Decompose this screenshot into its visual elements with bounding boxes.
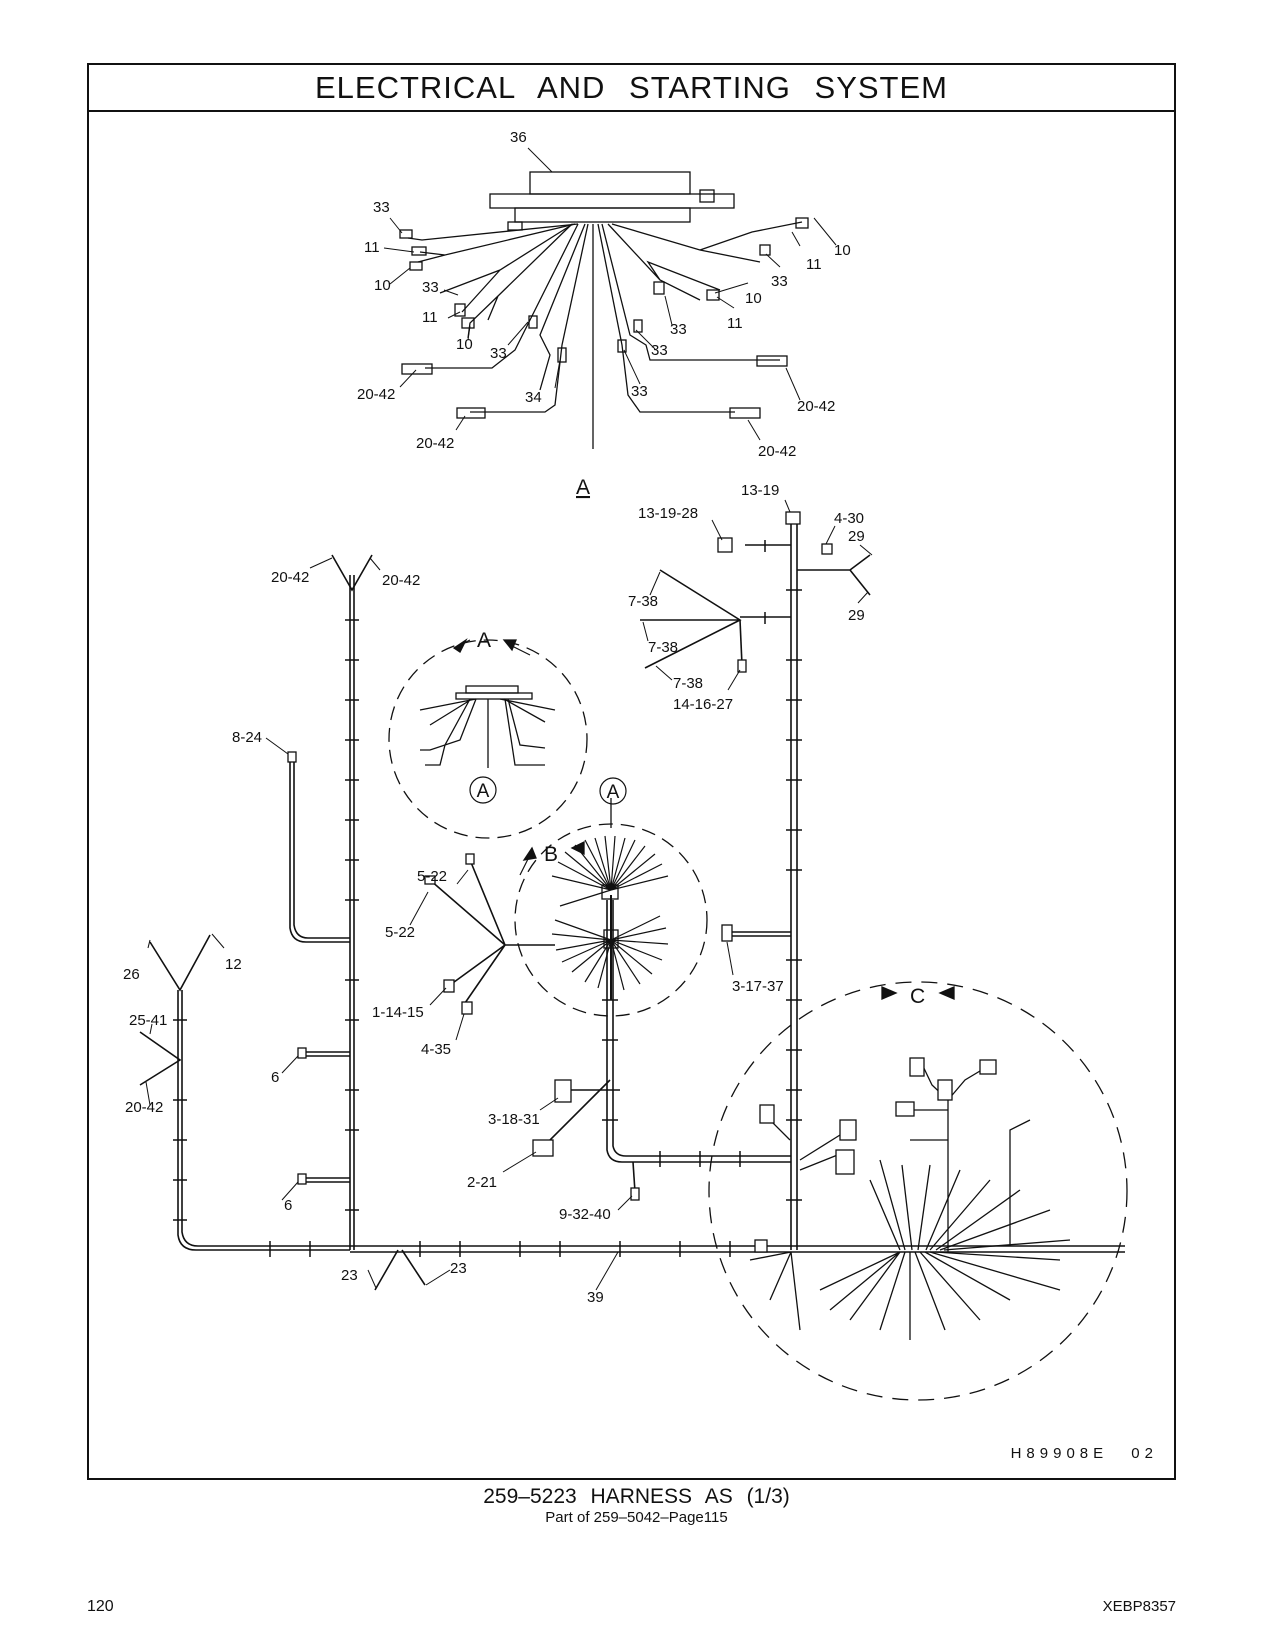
callout-20-42: 20-42 (271, 569, 309, 586)
callout-23: 23 (341, 1267, 358, 1284)
callout-5-22: 5-22 (417, 868, 447, 885)
callout-13-19-28: 13-19-28 (638, 505, 698, 522)
callout-11: 11 (364, 239, 380, 256)
callout-25-41: 25-41 (129, 1012, 167, 1029)
main-harness (139, 520, 1125, 1291)
circled-a: A (477, 781, 490, 802)
harness-connectors (287, 511, 833, 1201)
callout-33: 33 (490, 345, 507, 362)
callout-20-42: 20-42 (758, 443, 796, 460)
callout-33: 33 (631, 383, 648, 400)
callout-39: 39 (587, 1289, 604, 1306)
callout-20-42: 20-42 (797, 398, 835, 415)
callout-10: 10 (834, 242, 851, 259)
callout-10: 10 (745, 290, 762, 307)
callout-9-32-40: 9-32-40 (559, 1206, 611, 1223)
callout-12: 12 (225, 956, 242, 973)
callout-6: 6 (271, 1069, 279, 1086)
callout-36: 36 (510, 129, 527, 146)
callout-1-14-15: 1-14-15 (372, 1004, 424, 1021)
callout-33: 33 (373, 199, 390, 216)
callout-7-38: 7-38 (628, 593, 658, 610)
callout-6: 6 (284, 1197, 292, 1214)
callout-3-18-31: 3-18-31 (488, 1111, 540, 1128)
page-title: ELECTRICAL AND STARTING SYSTEM (315, 69, 948, 105)
figure-subcaption: Part of 259‒5042‒Page115 (545, 1509, 728, 1526)
circled-a: A (607, 782, 620, 803)
drawing-code: H89908E 02 (1010, 1445, 1158, 1462)
callout-7-38: 7-38 (648, 639, 678, 656)
circled-marker-rings (469, 776, 627, 805)
callout-33: 33 (670, 321, 687, 338)
callout-11: 11 (727, 315, 743, 332)
leader-lines-top (383, 147, 837, 441)
leader-lines-main (145, 499, 873, 1291)
callout-10: 10 (374, 277, 391, 294)
callout-20-42: 20-42 (416, 435, 454, 452)
document-id: XEBP8357 (1102, 1598, 1176, 1615)
detail-circle-b (514, 798, 708, 1017)
callout-7-38: 7-38 (673, 675, 703, 692)
callout-33: 33 (771, 273, 788, 290)
callout-8-24: 8-24 (232, 729, 262, 746)
callout-29: 29 (848, 528, 865, 545)
callout-11: 11 (422, 309, 438, 326)
callout-26: 26 (123, 966, 140, 983)
title-bar: ELECTRICAL AND STARTING SYSTEM (89, 65, 1174, 112)
detail-circle-c (708, 981, 1128, 1401)
callout-13-19: 13-19 (741, 482, 779, 499)
callout-14-16-27: 14-16-27 (673, 696, 733, 713)
callout-34: 34 (525, 389, 542, 406)
detail-label-b: B (544, 843, 558, 866)
callout-23: 23 (450, 1260, 467, 1277)
ecm-connector-assembly (399, 171, 809, 449)
callout-4-35: 4-35 (421, 1041, 451, 1058)
callout-20-42: 20-42 (125, 1099, 163, 1116)
callout-2-21: 2-21 (467, 1174, 497, 1191)
callout-33: 33 (422, 279, 439, 296)
view-label-a: A (576, 476, 590, 499)
callout-5-22: 5-22 (385, 924, 415, 941)
page-number: 120 (87, 1598, 114, 1615)
callout-3-17-37: 3-17-37 (732, 978, 784, 995)
detail-label-a: A (477, 629, 491, 652)
callout-11: 11 (806, 256, 822, 273)
callout-labels: 36 33 11 10 33 11 10 33 20-42 34 20-42 1… (123, 129, 925, 1306)
callout-20-42: 20-42 (357, 386, 395, 403)
callout-33: 33 (651, 342, 668, 359)
diagram-frame: ELECTRICAL AND STARTING SYSTEM H89908E 0… (87, 63, 1176, 1480)
callout-20-42: 20-42 (382, 572, 420, 589)
callout-10: 10 (456, 336, 473, 353)
figure-caption: 259‒5223 HARNESS AS (1/3) (483, 1485, 790, 1508)
detail-circle-a (388, 638, 588, 839)
detail-label-c: C (910, 985, 925, 1008)
callout-29: 29 (848, 607, 865, 624)
callout-4-30: 4-30 (834, 510, 864, 527)
